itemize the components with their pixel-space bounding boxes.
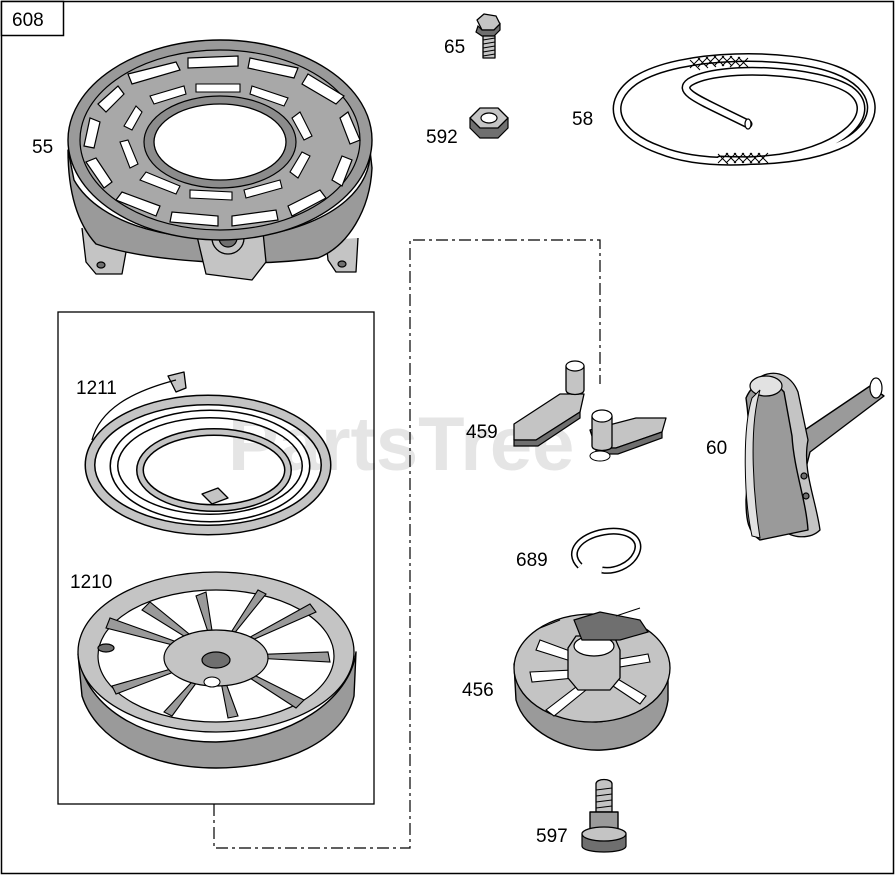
callout-592: 592	[426, 127, 458, 148]
part-1211-rewind-spring[interactable]	[84, 371, 332, 536]
callout-60: 60	[706, 438, 727, 459]
part-592-nut[interactable]	[469, 107, 509, 139]
part-65-bolt[interactable]	[475, 13, 501, 59]
part-60-starter-handle[interactable]	[744, 372, 885, 541]
part-55-blower-housing[interactable]	[67, 39, 373, 281]
assembly-leader-line	[213, 239, 601, 849]
part-456-ratchet[interactable]	[513, 607, 671, 751]
part-459-dogs[interactable]	[513, 360, 667, 462]
part-597-retainer-screw[interactable]	[581, 778, 627, 853]
part-689-retainer-ring[interactable]	[571, 527, 642, 574]
callout-1211: 1211	[76, 378, 117, 399]
kit-box	[57, 311, 375, 805]
part-58-starter-rope[interactable]	[612, 53, 876, 166]
callout-597: 597	[536, 826, 568, 847]
page-number: 608	[12, 10, 44, 31]
page-number-box: 608	[0, 0, 65, 37]
callout-55: 55	[32, 137, 53, 158]
callout-459: 459	[466, 422, 498, 443]
part-1210-pulley[interactable]	[77, 571, 357, 769]
callout-1210: 1210	[70, 572, 112, 593]
callout-456: 456	[462, 680, 494, 701]
callout-58: 58	[572, 109, 593, 130]
callout-65: 65	[444, 37, 465, 58]
callout-689: 689	[516, 550, 548, 571]
